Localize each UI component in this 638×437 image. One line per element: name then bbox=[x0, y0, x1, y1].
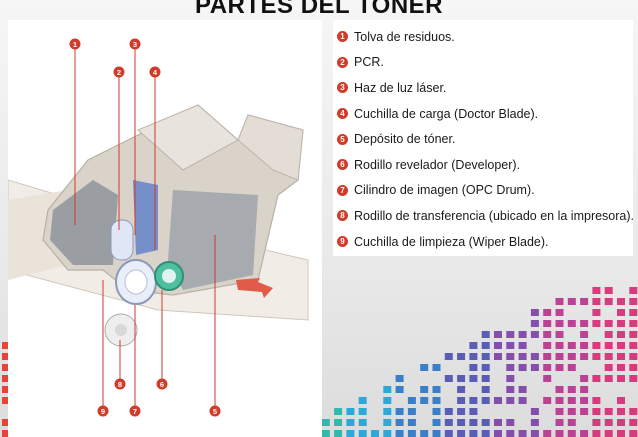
callout-marker: 3 bbox=[130, 39, 141, 50]
legend-item: 2 PCR. bbox=[337, 50, 633, 76]
legend-number-marker: 8 bbox=[337, 210, 348, 221]
transfer-roller-core bbox=[115, 324, 127, 336]
legend-text: Cilindro de imagen (OPC Drum). bbox=[354, 183, 535, 197]
legend-text: Haz de luz láser. bbox=[354, 81, 446, 95]
legend-number-marker: 4 bbox=[337, 108, 348, 119]
pcr-roller bbox=[111, 220, 133, 260]
legend-list: 1 Tolva de residuos. 2 PCR. 3 Haz de luz láse… bbox=[333, 20, 633, 254]
legend-item: 4 Cuchilla de carga (Doctor Blade). bbox=[337, 101, 633, 127]
legend-text: Rodillo revelador (Developer). bbox=[354, 158, 520, 172]
callout-marker: 7 bbox=[130, 406, 141, 417]
callout-number: 6 bbox=[160, 380, 164, 389]
legend-number-marker: 7 bbox=[337, 185, 348, 196]
legend-number-marker: 3 bbox=[337, 82, 348, 93]
legend-item: 1 Tolva de residuos. bbox=[337, 24, 633, 50]
callout-number: 8 bbox=[118, 380, 122, 389]
legend-text: Rodillo de transferencia (ubicado en la … bbox=[354, 209, 634, 223]
callout-marker: 2 bbox=[114, 67, 125, 78]
legend-text: PCR. bbox=[354, 55, 384, 69]
callout-marker: 8 bbox=[115, 379, 126, 390]
toner-cross-section: 1 3 2 4 8 6 9 7 5 bbox=[8, 20, 322, 437]
legend-text: Tolva de residuos. bbox=[354, 30, 455, 44]
legend-item: 7 Cilindro de imagen (OPC Drum). bbox=[337, 178, 633, 204]
callout-marker: 4 bbox=[150, 67, 161, 78]
developer-roller-core bbox=[162, 269, 176, 283]
toner-diagram: 1 3 2 4 8 6 9 7 5 bbox=[8, 20, 322, 437]
slide-title: PARTES DEL TONER bbox=[0, 0, 638, 18]
callout-marker: 5 bbox=[210, 406, 221, 417]
callout-marker: 9 bbox=[98, 406, 109, 417]
callout-marker: 6 bbox=[157, 379, 168, 390]
legend-number-marker: 2 bbox=[337, 57, 348, 68]
legend-text: Depósito de tóner. bbox=[354, 132, 455, 146]
legend-number-marker: 1 bbox=[337, 31, 348, 42]
legend-item: 8 Rodillo de transferencia (ubicado en la… bbox=[337, 203, 633, 229]
legend-text: Cuchilla de limpieza (Wiper Blade). bbox=[354, 235, 549, 249]
opc-drum-core bbox=[125, 270, 147, 294]
callout-number: 3 bbox=[133, 40, 137, 49]
callout-number: 9 bbox=[101, 407, 105, 416]
callout-number: 7 bbox=[133, 407, 137, 416]
legend-number-marker: 9 bbox=[337, 236, 348, 247]
legend-number-marker: 5 bbox=[337, 134, 348, 145]
legend-text: Cuchilla de carga (Doctor Blade). bbox=[354, 107, 538, 121]
laser-beam bbox=[133, 180, 158, 255]
legend-item: 6 Rodillo revelador (Developer). bbox=[337, 152, 633, 178]
callout-marker: 1 bbox=[70, 39, 81, 50]
callout-number: 2 bbox=[117, 68, 121, 77]
legend-number-marker: 6 bbox=[337, 159, 348, 170]
legend-item: 5 Depósito de tóner. bbox=[337, 126, 633, 152]
legend-item: 3 Haz de luz láser. bbox=[337, 75, 633, 101]
callout-number: 5 bbox=[213, 407, 217, 416]
callout-number: 1 bbox=[73, 40, 77, 49]
legend-item: 9 Cuchilla de limpieza (Wiper Blade). bbox=[337, 229, 633, 255]
legend-panel: 1 Tolva de residuos. 2 PCR. 3 Haz de luz láse… bbox=[333, 20, 633, 256]
